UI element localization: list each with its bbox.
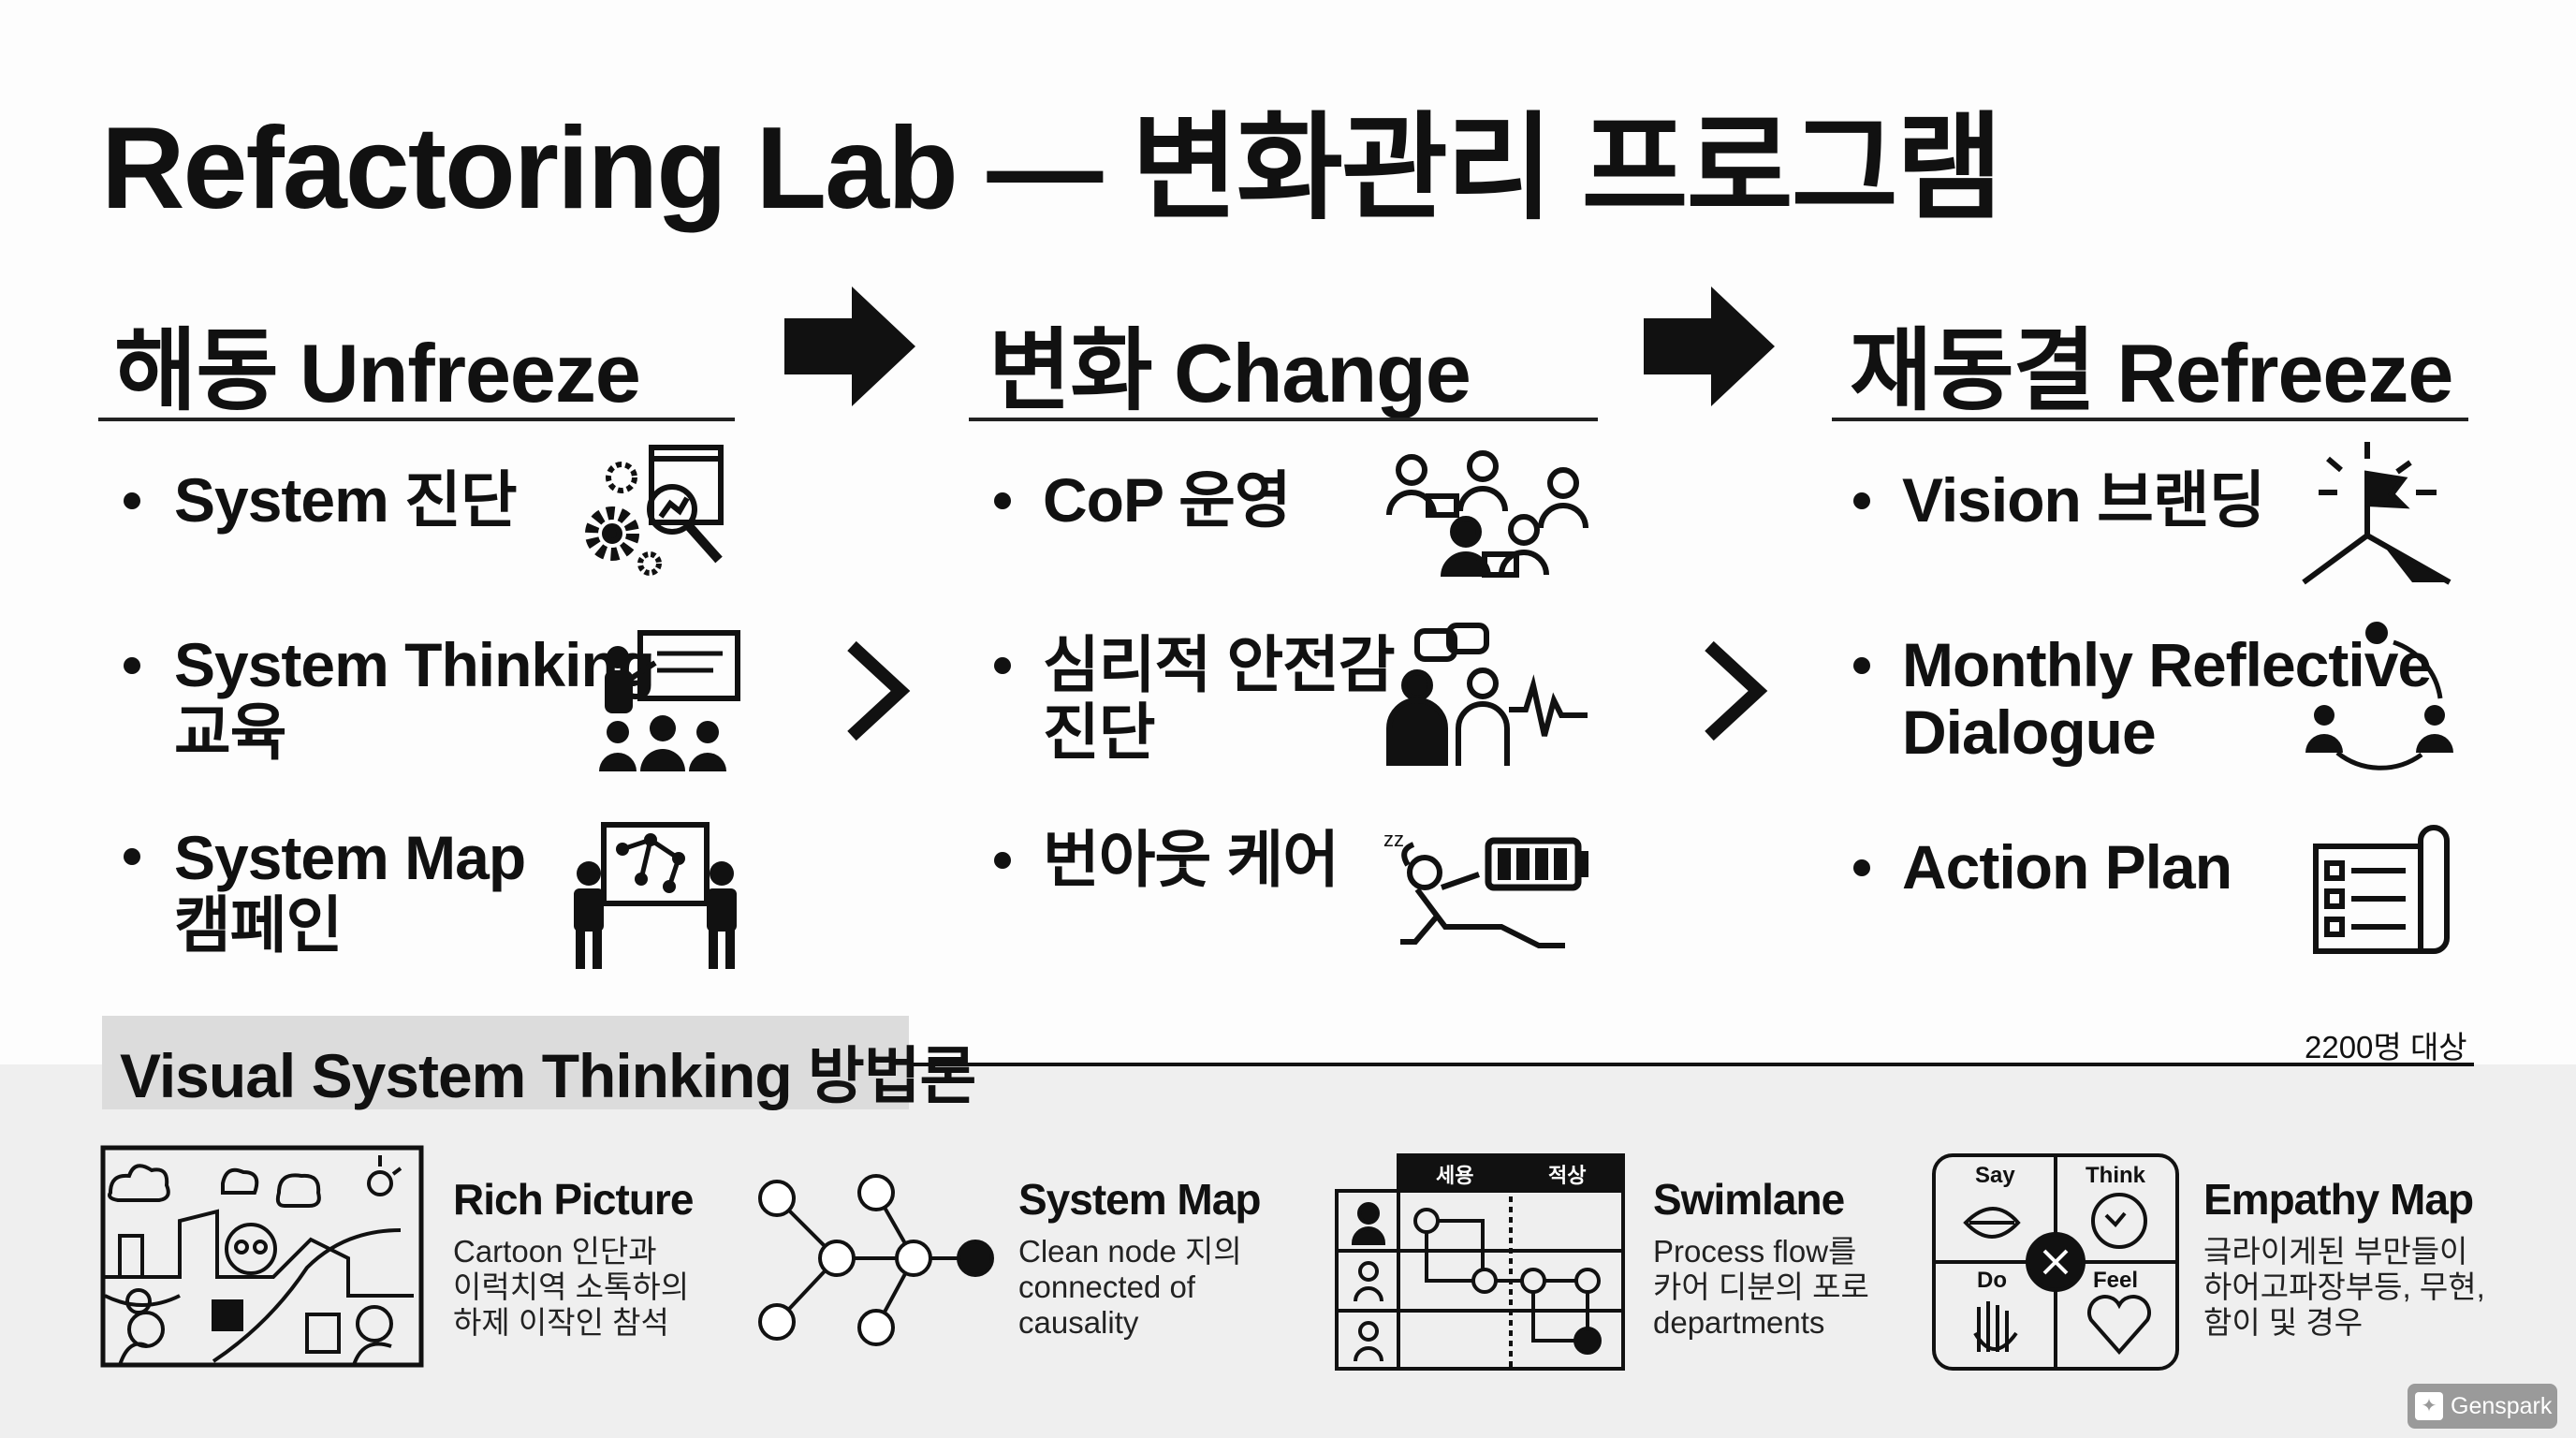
- bullet-item: System 진단: [174, 465, 518, 535]
- empathy-do-label: Do: [1977, 1268, 2007, 1293]
- chevron-right-icon: [847, 640, 911, 741]
- bullet-line: System Map: [174, 823, 526, 892]
- method-body-line: 하어고파장부등, 무현,: [2203, 1269, 2485, 1304]
- phase-ko: 변화: [988, 321, 1153, 421]
- bullet-dot: [124, 657, 140, 674]
- checklist-icon: [2313, 825, 2450, 954]
- bullet-dot: [1853, 859, 1870, 876]
- bullet-dot: [1853, 492, 1870, 509]
- bullet-item: 번아웃 케어: [1043, 826, 1339, 893]
- bullet-line: 교육: [174, 697, 286, 767]
- method-body-line: Clean node 지의: [1018, 1234, 1242, 1269]
- bullet-item: Action Plan: [1902, 833, 2232, 901]
- empathy-say-label: Say: [1975, 1163, 2015, 1188]
- header-rule: [1832, 418, 2468, 421]
- bullet-line: 심리적 안전감: [1043, 630, 1396, 699]
- audience-label: 2200명 대상: [2305, 1030, 2467, 1064]
- method-body-line: Cartoon 인단과: [453, 1234, 657, 1269]
- chevron-right-icon: [1705, 640, 1768, 741]
- bullet-line: Dialogue: [1902, 697, 2157, 767]
- bullet-line: Monthly Reflective: [1902, 630, 2432, 699]
- bullet-dot: [994, 657, 1011, 674]
- method-body-line: connected of: [1018, 1269, 1195, 1304]
- bullet-line: System 진단: [174, 465, 518, 535]
- method-title: Rich Picture: [453, 1175, 694, 1224]
- rest-battery-icon: zz: [1383, 828, 1588, 948]
- section-title-box: [102, 1016, 909, 1109]
- phase-header-refreeze: 재동결 Refreeze: [1850, 298, 2453, 428]
- bullet-item: Vision 브랜딩: [1902, 465, 2265, 535]
- sparkle-icon: ✦: [2415, 1392, 2443, 1420]
- bullet-line: 번아웃 케어: [1043, 825, 1339, 894]
- presenter-audience-icon: [599, 630, 740, 771]
- bullet-dot: [124, 492, 140, 509]
- swimlane-header: 적상: [1548, 1164, 1587, 1187]
- summit-flag-icon: [2302, 442, 2452, 585]
- empathy-think-label: Think: [2086, 1163, 2145, 1188]
- bullet-dot: [1853, 657, 1870, 674]
- method-title: Swimlane: [1653, 1175, 1845, 1224]
- swimlane-header: 세용: [1436, 1164, 1474, 1187]
- arrow-right-icon: [784, 286, 915, 406]
- bullet-line: 진단: [1043, 697, 1155, 767]
- arrow-right-icon: [1644, 286, 1775, 406]
- method-title: System Map: [1018, 1175, 1261, 1224]
- method-title: Empathy Map: [2203, 1175, 2474, 1224]
- genspark-badge[interactable]: ✦ Genspark: [2408, 1384, 2557, 1429]
- rich-picture-illustration-icon: [100, 1145, 424, 1368]
- method-body-line: causality: [1018, 1305, 1139, 1340]
- phase-en: Unfreeze: [300, 327, 641, 419]
- bullet-dot: [994, 492, 1011, 509]
- badge-label: Genspark: [2451, 1392, 2553, 1419]
- empathy-feel-label: Feel: [2093, 1268, 2139, 1293]
- bullet-line: 캠페인: [174, 890, 343, 960]
- section-rule: [909, 1063, 2474, 1066]
- methods-panel: [0, 1064, 2576, 1438]
- method-body-line: 이럭치역 소톡하의: [453, 1269, 690, 1304]
- method-body-line: 카어 디분의 포로: [1653, 1269, 1869, 1304]
- method-body-line: 하제 이작인 참석: [453, 1305, 669, 1340]
- swimlane-diagram-icon: [1335, 1153, 1625, 1371]
- svg-text:zz: zz: [1383, 828, 1404, 851]
- phase-en: Refreeze: [2116, 327, 2453, 419]
- bullet-line: CoP 운영: [1043, 465, 1292, 535]
- empathy-map-diagram-icon: [1932, 1153, 2179, 1371]
- section-title: Visual System Thinking 방법론: [120, 1041, 976, 1110]
- header-rule: [98, 418, 735, 421]
- people-map-icon: [574, 822, 737, 969]
- phase-ko: 해동: [114, 321, 279, 421]
- method-body-line: Process flow를: [1653, 1234, 1857, 1269]
- gears-magnifier-icon: [585, 445, 724, 576]
- community-group-icon: [1386, 450, 1588, 578]
- bullet-line: Action Plan: [1902, 832, 2232, 902]
- bullet-line: System Thinking: [174, 630, 655, 699]
- phase-header-unfreeze: 해동 Unfreeze: [114, 298, 641, 428]
- conversation-heartbeat-icon: [1386, 623, 1588, 766]
- method-body-line: 긐라이게된 부만들이: [2203, 1234, 2468, 1269]
- header-rule: [969, 418, 1598, 421]
- bullet-line: Vision 브랜딩: [1902, 465, 2265, 535]
- bullet-dot: [124, 848, 140, 865]
- method-body-line: departments: [1653, 1305, 1825, 1340]
- method-body-line: 함이 및 경우: [2203, 1305, 2364, 1340]
- phase-en: Change: [1174, 327, 1471, 419]
- phase-ko: 재동결: [1850, 321, 2096, 421]
- bullet-item: CoP 운영: [1043, 465, 1292, 535]
- page-title: Refactoring Lab — 변화관리 프로그램: [101, 104, 2003, 233]
- system-map-graph-icon: [758, 1174, 994, 1346]
- bullet-dot: [994, 852, 1011, 869]
- dialogue-cycle-icon: [2305, 622, 2453, 770]
- phase-header-change: 변화 Change: [988, 298, 1471, 428]
